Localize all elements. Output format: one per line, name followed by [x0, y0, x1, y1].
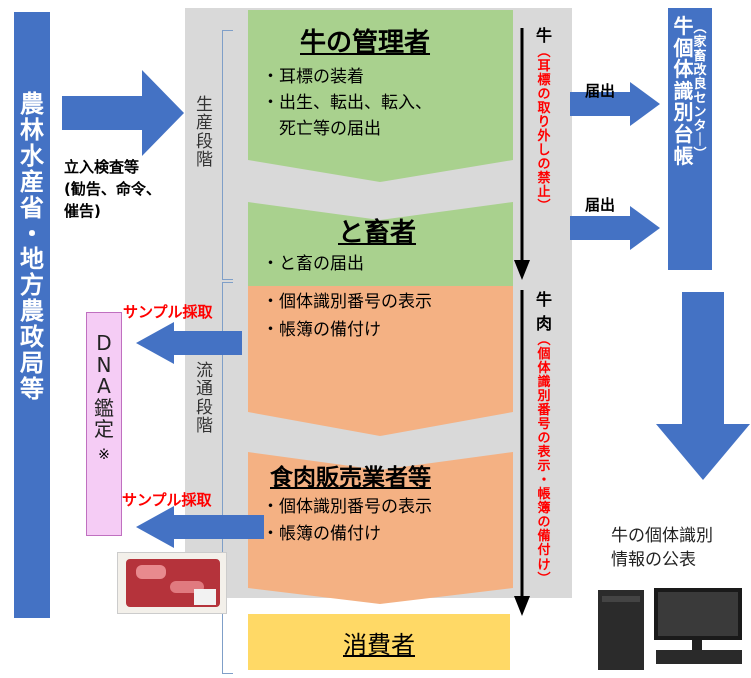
inspection-line1: 立入検査等 — [64, 158, 140, 176]
publication-line2: 情報の公表 — [611, 550, 696, 570]
retailer-item: ・個体識別番号の表示 — [262, 497, 432, 517]
cattle-label: 牛 — [535, 26, 552, 45]
publication-arrow — [656, 292, 750, 480]
report-label-1: 届出 — [585, 82, 616, 100]
ministry-box: 農林水産省・地方農政局等 — [14, 12, 50, 618]
manager-list: ・耳標の装着 ・出生、転出、転入、 死亡等の届出 — [262, 64, 432, 142]
retailer-chevron — [248, 452, 513, 604]
inspection-line2: (勧告、命令、 — [64, 180, 161, 198]
report-arrow-2 — [570, 206, 660, 250]
slaughter-chevron — [248, 202, 513, 286]
inspection-label: 立入検査等 (勧告、命令、 催告) — [64, 156, 161, 222]
manager-item: 死亡等の届出 — [262, 119, 381, 139]
consumer-box: 消費者 — [248, 614, 510, 670]
production-bracket — [222, 30, 233, 280]
meat-package-image — [117, 552, 227, 614]
distribution-chevron — [248, 286, 513, 436]
slaughter-title: と畜者 — [338, 218, 417, 248]
distribution-item: ・帳簿の備付け — [262, 320, 381, 340]
distribution-list: ・個体識別番号の表示 ・帳簿の備付け — [262, 288, 432, 344]
beef-label: 牛肉 — [535, 290, 552, 333]
dna-note: ※ — [98, 446, 110, 463]
publication-line1: 牛の個体識別 — [611, 526, 713, 546]
registry-title: 牛個体識別台帳 — [673, 14, 694, 168]
sample-label-2: サンプル採取 — [122, 491, 212, 509]
cattle-side-label: 牛 ︵耳標の取り外しの禁止︶ — [534, 22, 554, 214]
inspection-arrow — [62, 70, 184, 156]
consumer-label: 消費者 — [343, 630, 415, 659]
beef-note: ︵個体識別番号の表示・帳簿の備付け︶ — [537, 333, 551, 587]
distribution-item: ・個体識別番号の表示 — [262, 292, 432, 312]
retailer-item: ・帳簿の備付け — [262, 524, 381, 544]
flow-arrow — [514, 28, 530, 616]
publication-label: 牛の個体識別 情報の公表 — [611, 524, 713, 572]
retailer-title: 食肉販売業者等 — [270, 465, 431, 491]
stage-distribution: 流通段階 — [196, 361, 213, 437]
report-arrow-1 — [570, 82, 660, 126]
computer-icon — [598, 588, 742, 670]
inspection-line3: 催告) — [64, 202, 101, 220]
manager-item: ・耳標の装着 — [262, 67, 364, 87]
distribution-bracket — [222, 282, 233, 674]
manager-chevron — [248, 10, 513, 182]
manager-item: ・出生、転出、転入、 — [262, 93, 432, 113]
sample-arrow-2 — [136, 506, 264, 548]
flow-chevrons — [248, 10, 513, 604]
ministry-label: 農林水産省・地方農政局等 — [20, 90, 44, 403]
registry-box: 牛個体識別台帳 ︵家畜改良センタ｜︶ — [668, 8, 712, 270]
sample-label-1: サンプル採取 — [123, 303, 213, 321]
cattle-note: ︵耳標の取り外しの禁止︶ — [537, 45, 551, 215]
registry-subtitle: ︵家畜改良センタ｜︶ — [693, 21, 707, 163]
stage-production: 生産段階 — [196, 95, 213, 171]
slaughter-item: ・と畜の届出 — [262, 254, 364, 274]
manager-title: 牛の管理者 — [300, 28, 431, 58]
sample-arrow-1 — [136, 322, 242, 364]
report-label-2: 届出 — [585, 196, 616, 214]
retailer-list: ・個体識別番号の表示 ・帳簿の備付け — [262, 494, 432, 548]
slaughter-list: ・と畜の届出 — [262, 251, 364, 277]
beef-side-label: 牛肉 ︵個体識別番号の表示・帳簿の備付け︶ — [534, 286, 554, 587]
